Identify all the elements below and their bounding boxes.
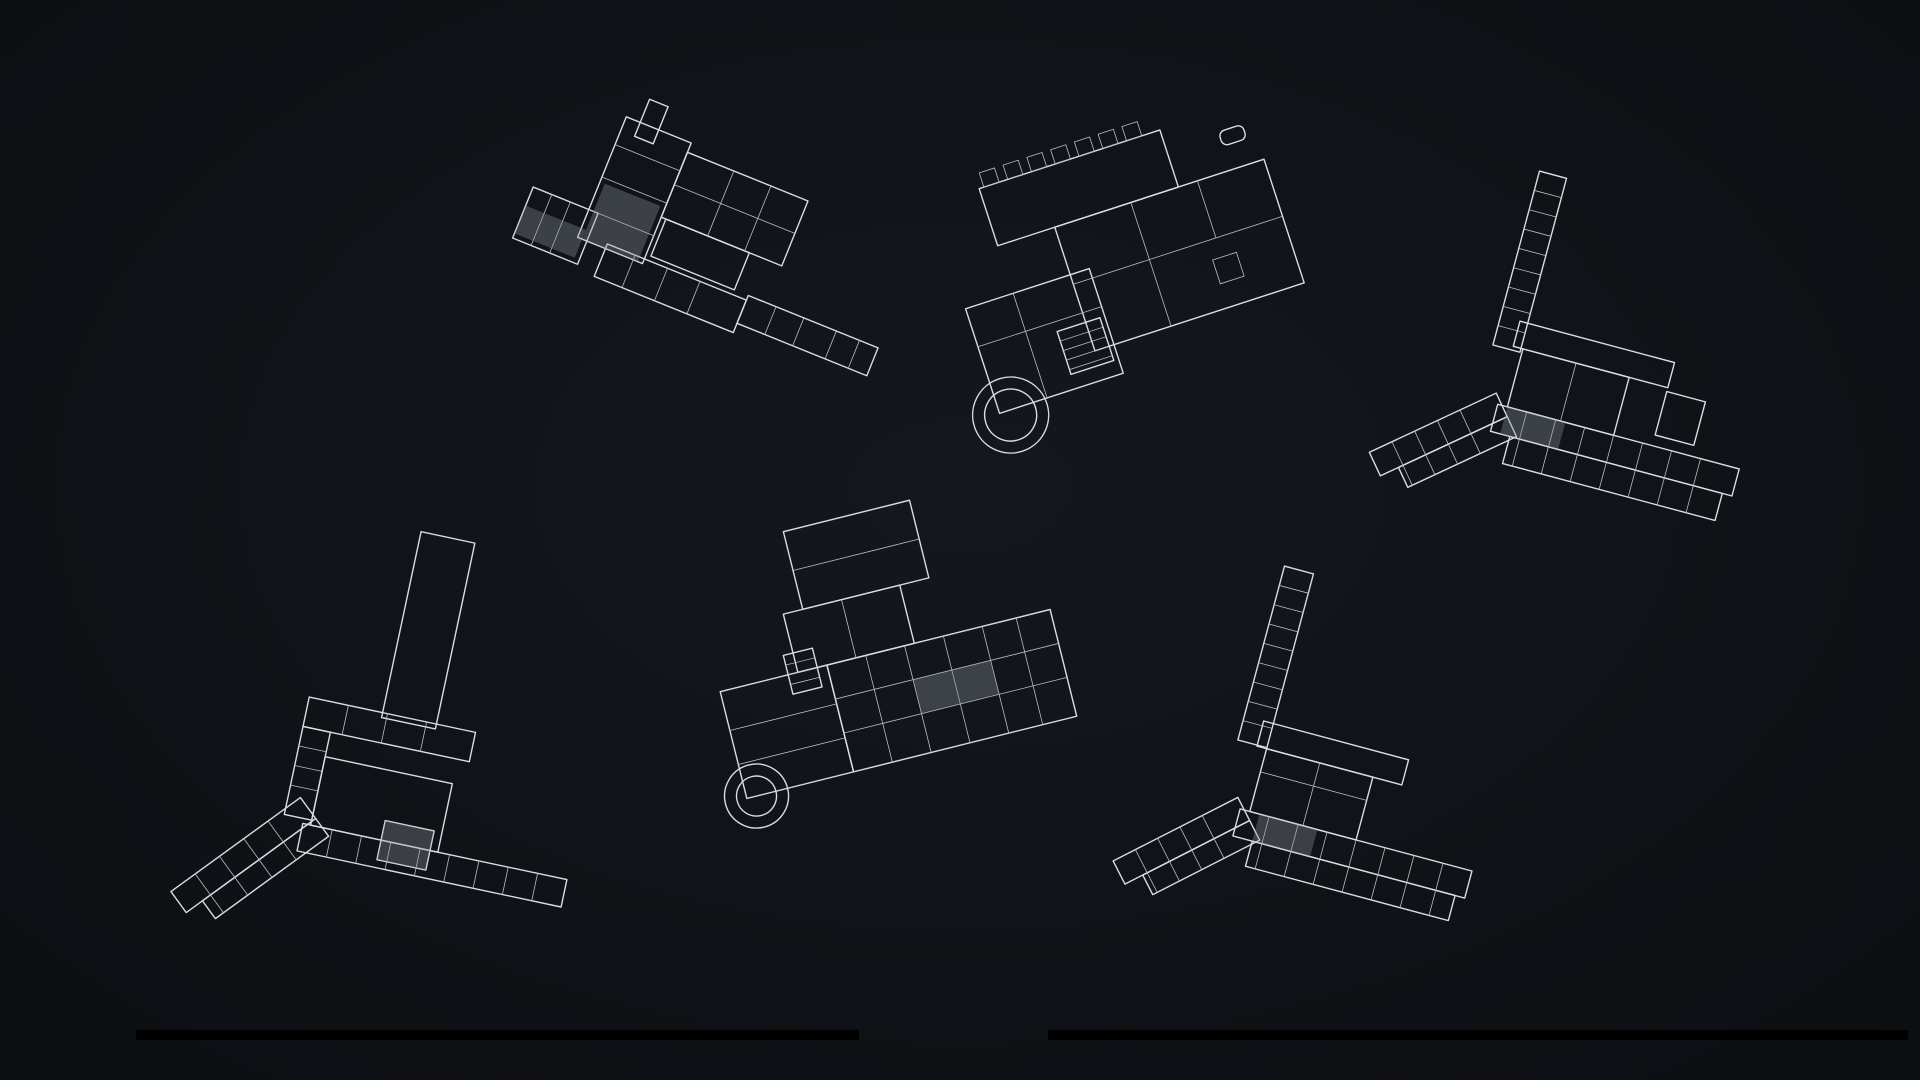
floor-plan-6 [1112,565,1473,922]
bottom-bar-right [1048,1030,1908,1040]
floor-plan-1 [511,98,879,377]
floor-plan-3 [1368,170,1740,522]
floor-plan-4 [170,530,568,920]
bottom-bar-left [136,1030,859,1040]
floor-plan-2 [964,121,1305,454]
floor-plan-5 [719,499,1078,829]
